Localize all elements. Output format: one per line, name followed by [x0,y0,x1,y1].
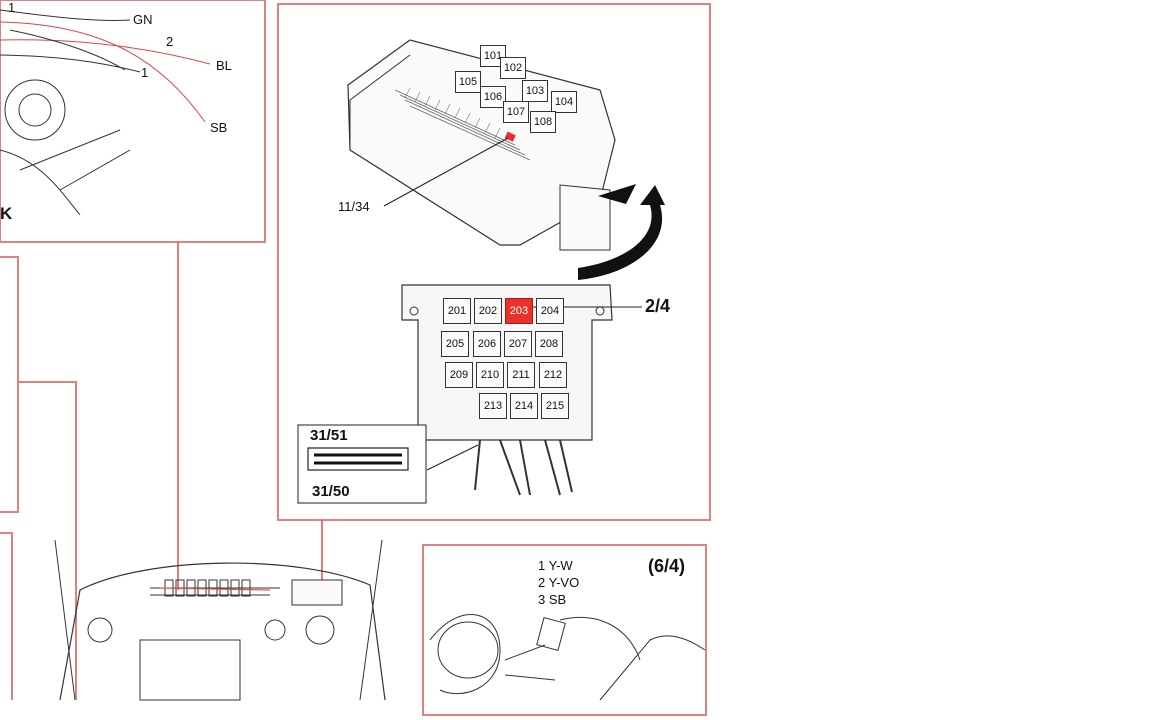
connector-top-label: 31/51 [310,427,348,444]
edge-letter: K [0,204,13,223]
relay-106: 106 [480,86,506,108]
relay-214: 214 [510,393,538,419]
relay-206: 206 [473,331,501,357]
wire-color-label: BL [216,58,232,73]
relay-215: 215 [541,393,569,419]
relay-210: 210 [476,362,504,388]
wire-color-label: SB [210,120,228,135]
relay-102: 102 [500,57,526,79]
wire-number-label: 2 [166,34,174,49]
wire-legend-item: 1 Y-W [538,558,573,573]
wire-legend-item: 2 Y-VO [538,575,580,590]
relay-107: 107 [503,101,529,123]
wire-number-label: 1 [8,0,16,15]
relay-212: 212 [539,362,567,388]
wire-color-label: GN [133,12,153,27]
relay-207: 207 [504,331,532,357]
relay-104: 104 [551,91,577,113]
relay-103: 103 [522,80,548,102]
wire-number-label: 1 [141,65,149,80]
connector-bottom-label: 31/50 [312,483,350,500]
relay-213: 213 [479,393,507,419]
relay-202: 202 [474,298,502,324]
fuse-callout-label: 11/34 [338,199,370,214]
relay-108: 108 [530,111,556,133]
wire-legend-item: 3 SB [538,592,567,607]
relay-105: 105 [455,71,481,93]
relay-204: 204 [536,298,564,324]
relay-101: 101 [480,45,506,67]
relay-211: 211 [507,362,535,388]
relay-209: 209 [445,362,473,388]
connector-panel-title: (6/4) [648,556,686,576]
relay-callout-label: 2/4 [645,296,671,316]
relay-208: 208 [535,331,563,357]
relay-201: 201 [443,298,471,324]
relay-205: 205 [441,331,469,357]
relay-203-highlighted: 203 [505,298,533,324]
